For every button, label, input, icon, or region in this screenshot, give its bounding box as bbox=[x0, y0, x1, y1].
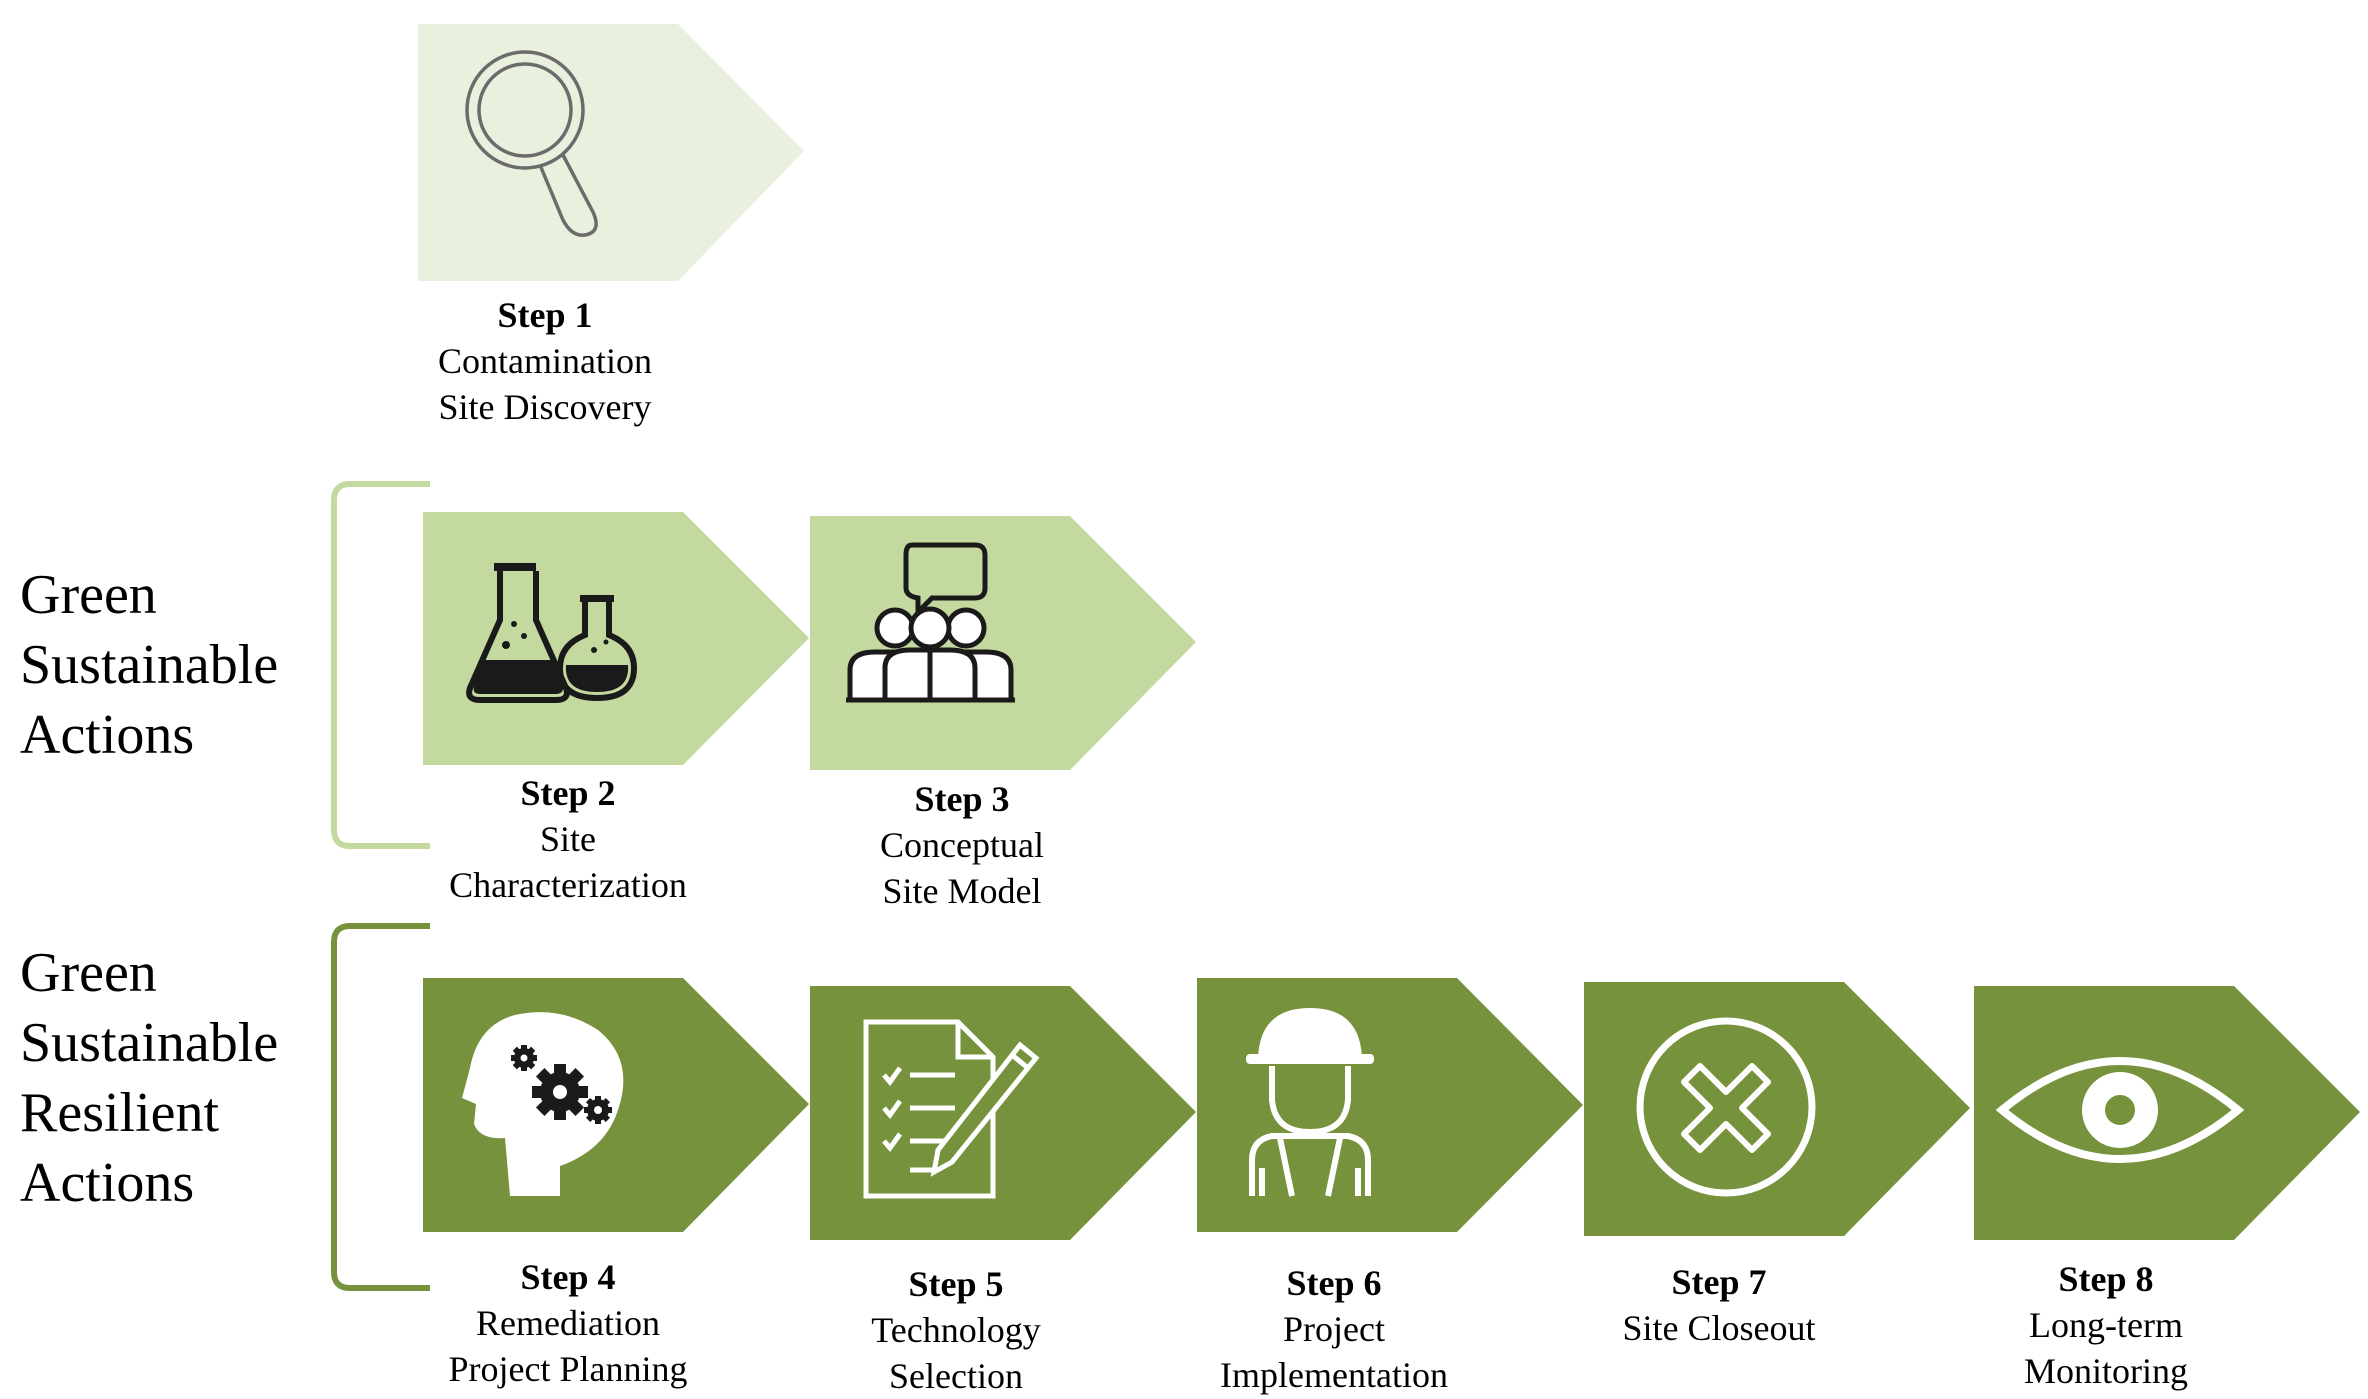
step-6-chevron bbox=[1197, 978, 1583, 1232]
step-description: Site Discovery bbox=[438, 387, 652, 427]
step-7-chevron bbox=[1584, 982, 1970, 1236]
step-description: Site bbox=[539, 819, 596, 859]
step-description: Characterization bbox=[449, 865, 687, 905]
step-4-caption: Step 4 Remediation Project Planning bbox=[418, 1254, 718, 1392]
step-description: Long-term bbox=[2029, 1305, 2183, 1345]
construction-worker-icon bbox=[1246, 1008, 1374, 1197]
step-5-caption: Step 5 Technology Selection bbox=[806, 1261, 1106, 1399]
step-title: Step 7 bbox=[1671, 1262, 1767, 1302]
step-2-chevron bbox=[423, 512, 809, 765]
step-title: Step 6 bbox=[1286, 1263, 1382, 1303]
step-title: Step 3 bbox=[914, 779, 1010, 819]
team-discussion-icon bbox=[846, 542, 1015, 703]
group-label-line: Green bbox=[20, 942, 157, 1004]
lab-flasks-icon bbox=[466, 563, 638, 703]
head-gears-icon bbox=[462, 1012, 624, 1196]
step-description: Site Model bbox=[882, 871, 1042, 911]
step-description: Site Closeout bbox=[1622, 1308, 1816, 1348]
step-title: Step 2 bbox=[520, 773, 616, 813]
checklist-pen-icon bbox=[863, 1019, 1040, 1199]
group-label-line: Actions bbox=[20, 704, 195, 766]
chevron-shape bbox=[810, 516, 1196, 770]
step-title: Step 4 bbox=[520, 1257, 616, 1297]
group-label-green-sustainable-resilient-actions: Green Sustainable Resilient Actions bbox=[20, 938, 278, 1218]
bracket-green-sustainable-resilient bbox=[331, 923, 430, 1291]
step-8-chevron bbox=[1974, 986, 2360, 1240]
step-description: Contamination bbox=[438, 341, 652, 381]
group-label-line: Resilient bbox=[20, 1082, 220, 1144]
step-8-caption: Step 8 Long-term Monitoring bbox=[1956, 1256, 2256, 1394]
group-label-line: Sustainable bbox=[20, 1012, 279, 1074]
step-description: Monitoring bbox=[2023, 1351, 2188, 1391]
step-description: Implementation bbox=[1220, 1355, 1448, 1395]
step-description: Remediation bbox=[476, 1303, 660, 1343]
chevron-shape bbox=[810, 986, 1196, 1240]
step-6-caption: Step 6 Project Implementation bbox=[1184, 1260, 1484, 1398]
step-title: Step 5 bbox=[908, 1264, 1004, 1304]
magnifying-glass-icon bbox=[465, 50, 598, 237]
step-1-chevron bbox=[418, 24, 804, 281]
group-label-line: Sustainable bbox=[20, 634, 279, 696]
step-description: Project bbox=[1283, 1309, 1385, 1349]
step-5-chevron bbox=[810, 986, 1196, 1240]
group-label-line: Actions bbox=[20, 1152, 195, 1214]
group-label-green-sustainable-actions: Green Sustainable Actions bbox=[20, 560, 278, 770]
chevron-shape bbox=[1974, 986, 2360, 1240]
bracket-green-sustainable bbox=[331, 481, 430, 849]
step-4-chevron bbox=[423, 978, 809, 1232]
step-title: Step 1 bbox=[497, 295, 593, 335]
step-description: Project Planning bbox=[448, 1349, 688, 1389]
chevron-shape bbox=[1584, 982, 1970, 1236]
eye-icon bbox=[1995, 1057, 2245, 1163]
step-3-caption: Step 3 Conceptual Site Model bbox=[812, 776, 1112, 914]
step-description: Conceptual bbox=[880, 825, 1044, 865]
step-description: Selection bbox=[889, 1356, 1023, 1396]
chevron-shape bbox=[418, 24, 804, 281]
step-2-caption: Step 2 Site Characterization bbox=[418, 770, 718, 908]
step-description: Technology bbox=[871, 1310, 1041, 1350]
close-circle-icon bbox=[1636, 1017, 1816, 1197]
step-title: Step 8 bbox=[2058, 1259, 2154, 1299]
step-3-chevron bbox=[810, 516, 1196, 770]
step-7-caption: Step 7 Site Closeout bbox=[1569, 1259, 1869, 1351]
step-1-caption: Step 1 Contamination Site Discovery bbox=[395, 292, 695, 430]
group-label-line: Green bbox=[20, 564, 157, 626]
